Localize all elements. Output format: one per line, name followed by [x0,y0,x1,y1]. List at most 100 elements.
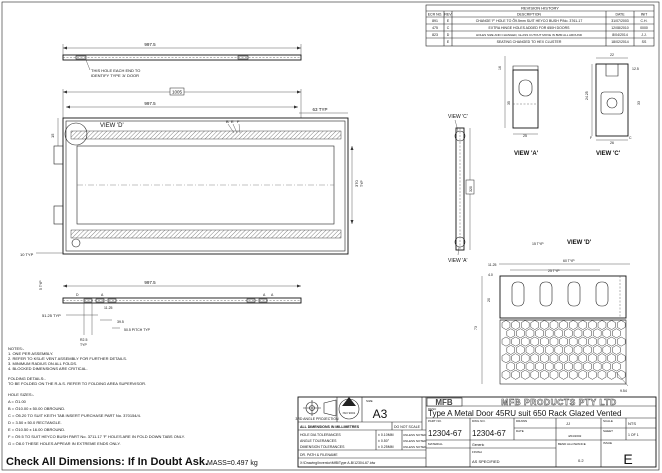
hex-vent-cluster [501,320,626,380]
bend-value: 0.2 [578,458,584,463]
revision-cell: 0000 [640,26,648,30]
finish-value: AS SPECIFIED [472,459,500,464]
label-bot-d: D [76,293,79,297]
projection-label: 3RD ANGLE PROJECTION [295,417,339,421]
revision-cell: 8/04/2014 [612,33,628,37]
company-logo [426,397,463,407]
revision-cell: 475 [432,26,438,30]
vent-hole [578,336,588,347]
label-bot-a3: A [271,293,274,297]
vent-hole [568,353,578,364]
vent-hole [544,328,554,339]
vent-hole [597,320,607,330]
label-c-c: C [629,136,632,140]
vent-hole [612,361,621,372]
vent-hole [568,369,578,380]
hole-note-2: IDENTIFY TYPE 'A' DOOR [91,73,139,78]
vent-hole [520,336,530,347]
vent-hole [612,345,621,355]
dim-d-15typ: 15 TYP [532,242,544,246]
vent-hole [535,328,544,339]
view-d-label: VIEW 'D' [100,123,124,129]
vent-hole [506,361,516,372]
tol-hole-note: UNLESS NOTED [403,433,427,437]
revision-header: INIT [641,13,648,17]
vent-hole [616,320,626,330]
folding-title: FOLDING DETAILS:- [8,376,46,381]
vent-hole [516,345,525,355]
dim-395: 39.5 [117,320,124,324]
folding-text: TO BE FOLDED ON THE R.A.S. REFER TO FOLD… [8,381,146,386]
revision-header: ECR NO. [428,13,443,17]
dim-c-33: 33 [637,101,641,105]
vent-hole [520,369,530,380]
vent-hole [530,353,540,364]
dim-typ-side: TYP [360,180,364,187]
revision-cell: C [447,26,450,30]
tol-dim-value: ± 0.25MM [378,445,394,449]
revision-cell: E [447,19,450,23]
vent-hole [506,328,516,339]
vent-hole [616,369,626,380]
vent-hole [544,361,554,372]
file-path: X:\Drawing\Inventor\MfB\Type A-B\12304-6… [300,461,376,465]
revision-cell: EXTRA HINGE HOLES ADDED FOR 650H DOORS [489,26,571,30]
revision-cell: 891 [432,19,438,23]
vent-hole [607,353,616,364]
vent-hole [516,328,525,339]
vent-hole [520,353,530,364]
cert-label: ISO 9001 [343,411,356,415]
dim-51-typ: 51.25 TYP [42,313,61,318]
drawn-by: JJ [566,421,570,426]
vent-hole [549,353,559,364]
vent-hole [602,345,612,355]
tol-hole-label: HOLE DIA TOLERANCES [300,433,341,437]
dim-d-40: 4.0 [488,273,493,277]
vent-hole [554,345,564,355]
dim-r25: R2.5 [80,338,87,342]
dim-5-typ: 5 TYP [39,280,43,290]
scale-label: SCALE [603,419,613,423]
view-a-detail: 16 35 25 VIEW 'A' [498,56,539,157]
sheet-value: 1 OF 1 [628,433,639,437]
vent-hole [602,328,612,339]
material-value: Generic [472,443,485,447]
vent-hole [607,369,616,380]
dim-c-12: 12.5 [632,67,639,71]
company-logo-text: MFB [435,398,453,407]
note-item: 4. BLOCKED DIMENSIONS ARE CRITICAL. [8,366,88,371]
vent-hole [516,361,525,372]
label-bot-a2: A [263,293,266,297]
label-f: F [237,119,240,124]
vent-hole [616,353,626,364]
title-block: 3RD ANGLE PROJECTION ISO 9001 SIZE A3 AL… [295,396,657,468]
holes-title: HOLE SIZES:- [8,392,35,397]
dim-a-25: 25 [523,134,527,138]
revision-title: REVISION HISTORY [521,6,559,11]
hole-size: F = Ö9.5 TO SUIT HEYCO BUSH PART No. 371… [8,434,185,439]
label-e: E [231,119,234,124]
vent-hole [583,361,592,372]
note-item: 3. MINIMUM RADIUS ON ALL FOLDS. [8,361,77,366]
vent-hole [583,345,592,355]
issue-label: ISSUE [603,441,612,445]
vent-hole [568,320,578,330]
revision-cell: SEATING CHANGED TO HEX CLUSTER [497,40,562,44]
vent-hole [616,336,626,347]
vent-hole [607,336,616,347]
dim-d-1125: 11.25 [488,263,497,267]
vent-hole [564,328,573,339]
note-item: 2. REFER TO KSL/E VENT ASSEMBLY FOR FURT… [8,356,127,361]
vent-hole [573,361,583,372]
hole-size: D = 3.50 x 50.0 RECTANGLE. [8,420,62,425]
vent-hole [549,336,559,347]
vent-hole [592,328,602,339]
vent-hole [540,369,549,380]
dim-370: 370 [354,180,359,187]
vent-hole [501,320,511,330]
vent-hole [597,353,607,364]
vent-hole [554,361,564,372]
material-label: MATERIAL [428,442,443,446]
revision-cell: D [447,33,450,37]
